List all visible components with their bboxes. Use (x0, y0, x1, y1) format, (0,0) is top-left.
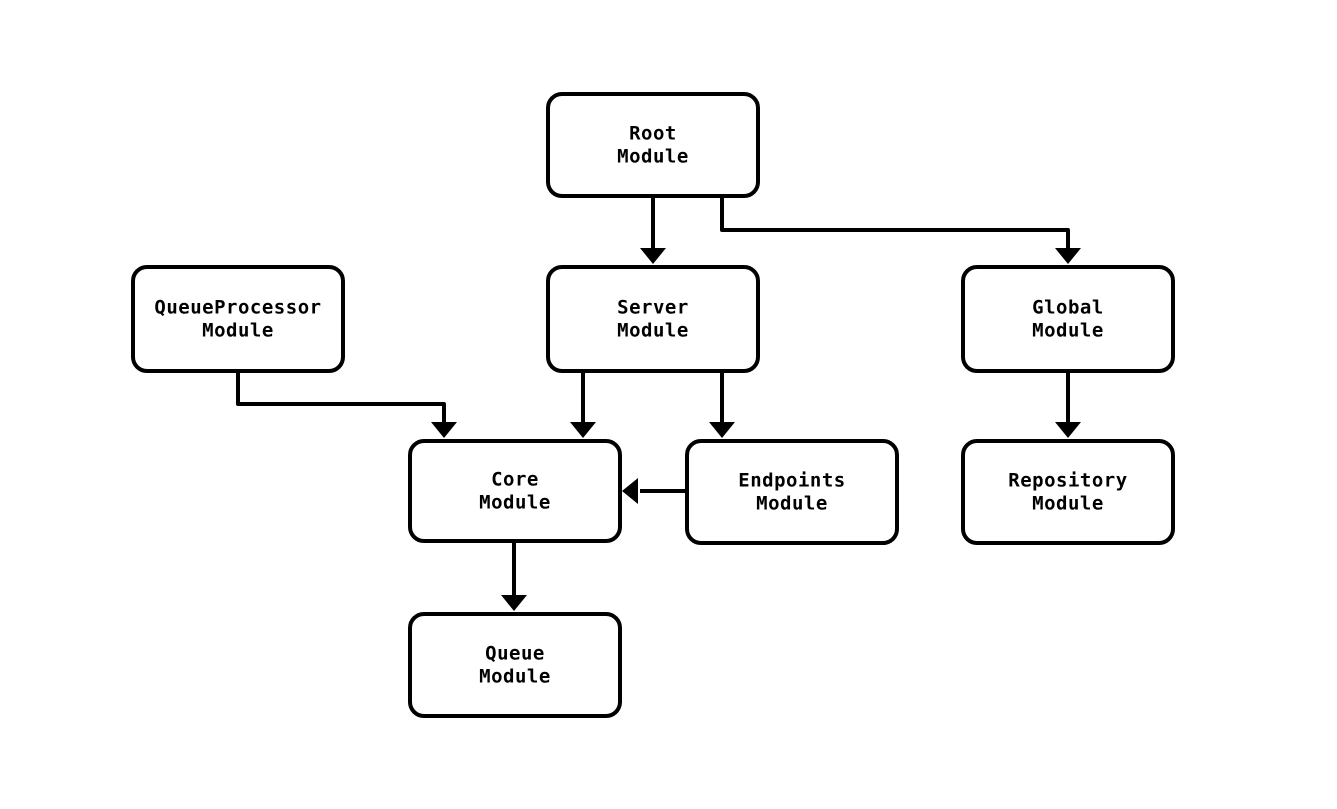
server-module-node-label-line2: Module (617, 320, 689, 342)
queue-module-node-label-line2: Module (479, 666, 551, 688)
core-module-node-label-line2: Module (479, 492, 551, 514)
endpoints-module-node-label-line1: Endpoints (738, 470, 845, 492)
edge-core-to-queue (501, 541, 527, 611)
edge-global-to-repository (1055, 371, 1081, 438)
edge-server-to-core-arrowhead (570, 422, 596, 438)
server-module-node-label-line1: Server (617, 297, 689, 319)
global-module-node-label-line1: Global (1032, 297, 1104, 319)
repository-module-node-box[interactable] (961, 439, 1175, 545)
edge-root-to-global (720, 196, 1081, 264)
core-module-node-box[interactable] (408, 439, 622, 543)
edges-layer (236, 196, 1081, 611)
edge-endpoints-to-core (622, 478, 687, 504)
edge-server-to-endpoints-arrowhead (709, 422, 735, 438)
edge-root-to-server-arrowhead (640, 248, 666, 264)
edge-queueprocessor-to-core (236, 371, 457, 438)
edge-core-to-queue-arrowhead (501, 595, 527, 611)
queueprocessor-module-node-label-line2: Module (202, 320, 274, 342)
edge-endpoints-to-core-arrowhead (622, 478, 638, 504)
edge-queueprocessor-to-core-arrowhead (431, 422, 457, 438)
root-module-node-box[interactable] (546, 92, 760, 198)
root-module-node-label-line2: Module (617, 146, 689, 168)
edge-root-to-global-arrowhead (1055, 248, 1081, 264)
edge-server-to-core (570, 371, 596, 438)
edge-queueprocessor-to-core-line (236, 371, 446, 422)
server-module-node-box[interactable] (546, 265, 760, 373)
core-module-node-label-line1: Core (491, 469, 539, 491)
queueprocessor-module-node-box[interactable] (131, 265, 345, 373)
edge-global-to-repository-arrowhead (1055, 422, 1081, 438)
nodes-layer: RootModuleQueueProcessorModuleServerModu… (131, 92, 1175, 718)
queue-module-node-box[interactable] (408, 612, 622, 718)
queue-module-node-label-line1: Queue (485, 643, 545, 665)
queueprocessor-module-node-label-line1: QueueProcessor (154, 297, 321, 319)
global-module-node-box[interactable] (961, 265, 1175, 373)
endpoints-module-node-box[interactable] (685, 439, 899, 545)
repository-module-node-label-line2: Module (1032, 493, 1104, 515)
global-module-node-label-line2: Module (1032, 320, 1104, 342)
repository-module-node-label-line1: Repository (1008, 470, 1127, 492)
edge-root-to-global-line (720, 196, 1070, 248)
root-module-node-label-line1: Root (629, 123, 677, 145)
edge-server-to-endpoints (709, 371, 735, 438)
endpoints-module-node-label-line2: Module (756, 493, 828, 515)
edge-root-to-server (640, 196, 666, 264)
